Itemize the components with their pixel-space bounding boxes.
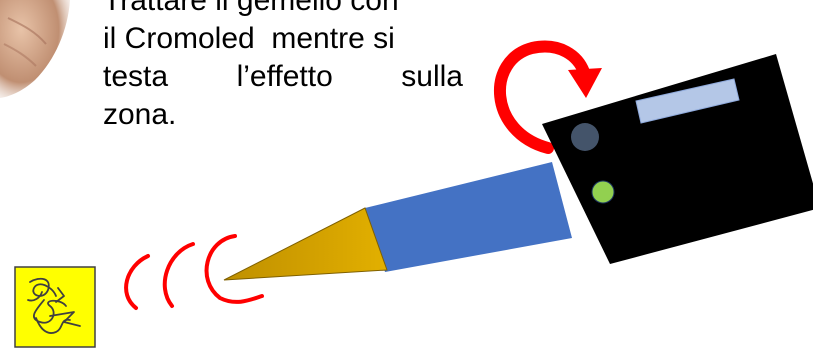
instruction-line-3: testa l’effetto sulla [103,58,463,96]
scribble-figure-icon [14,266,96,348]
instruction-line-2: il Cromoled mentre si [103,22,395,55]
probe-shaft [365,162,572,272]
instruction-word-effetto: l’effetto [236,60,333,93]
instruction-word-sulla: sulla [401,60,463,93]
device-button [571,123,599,151]
instruction-word-testa: testa [103,60,169,93]
probe-cone [223,207,388,281]
cromoled-device [542,54,813,264]
instruction-line-4: zona. [103,98,177,131]
rotation-arrow-icon [494,40,602,154]
instruction-line-1: Trattare il gemello con [103,0,399,17]
device-screen [635,78,740,124]
hand-photo-fragment [0,0,70,98]
device-led [591,180,615,204]
signal-waves-icon [124,234,264,310]
instruction-text: Trattare il gemello con il Cromoled ment… [103,0,463,134]
